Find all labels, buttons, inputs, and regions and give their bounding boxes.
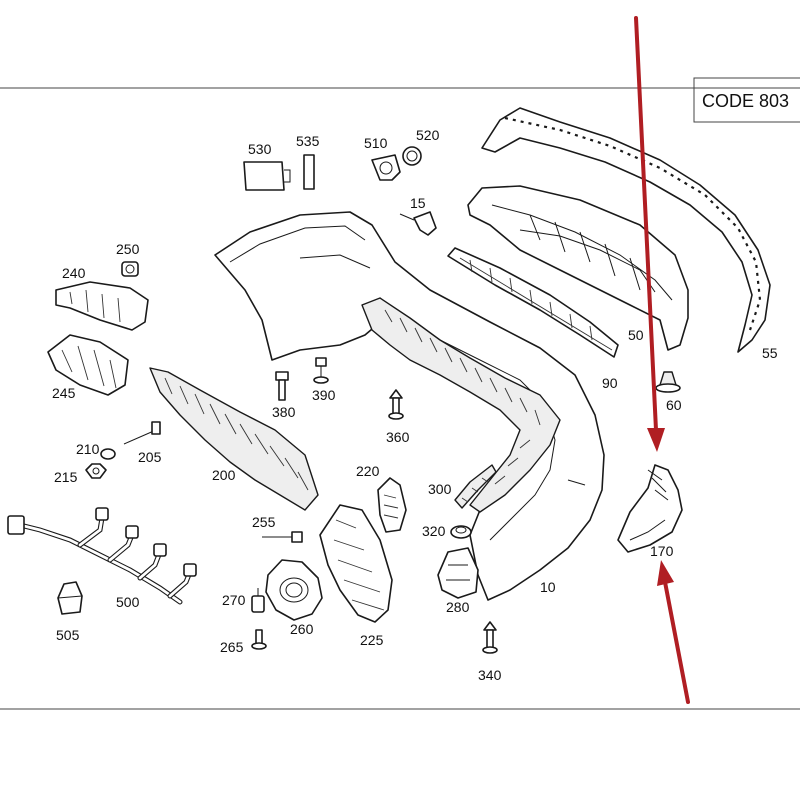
part-510-sensor[interactable] — [371, 154, 401, 181]
part-205-pin[interactable] — [123, 421, 161, 445]
part-170-bumper-trim[interactable] — [617, 464, 683, 553]
label-270: 270 — [222, 592, 246, 608]
code-box-text: CODE 803 — [702, 91, 789, 111]
part-240-bracket[interactable] — [55, 281, 149, 331]
part-60-clip[interactable] — [655, 371, 681, 393]
highlight-arrow-top — [634, 16, 665, 452]
label-300: 300 — [428, 481, 452, 497]
label-10: 10 — [540, 579, 556, 595]
part-225-bracket[interactable] — [319, 504, 393, 623]
part-320-grommet[interactable] — [450, 525, 472, 539]
part-90-strip[interactable] — [447, 247, 619, 358]
label-390: 390 — [312, 387, 336, 403]
label-90: 90 — [602, 375, 618, 391]
label-320: 320 — [422, 523, 446, 539]
part-535-bar[interactable] — [303, 154, 315, 190]
part-260-housing[interactable] — [265, 559, 323, 621]
part-10-bumper-cover[interactable] — [214, 211, 605, 601]
part-505-clip[interactable] — [57, 581, 83, 615]
label-205: 205 — [138, 449, 162, 465]
part-200-reinforcement[interactable] — [149, 367, 319, 511]
part-380-bolt[interactable] — [275, 371, 289, 401]
part-215-nut[interactable] — [85, 463, 107, 479]
part-265-screw[interactable] — [251, 629, 267, 650]
label-260: 260 — [290, 621, 314, 637]
part-390-screw[interactable] — [313, 357, 329, 384]
label-225: 225 — [360, 632, 384, 648]
label-215: 215 — [54, 469, 78, 485]
part-280-bracket[interactable] — [437, 547, 479, 599]
part-210-washer[interactable] — [100, 448, 116, 460]
label-220: 220 — [356, 463, 380, 479]
label-530: 530 — [248, 141, 272, 157]
label-340: 340 — [478, 667, 502, 683]
part-300-strip[interactable] — [454, 464, 497, 509]
label-535: 535 — [296, 133, 320, 149]
part-270-sensor[interactable] — [251, 588, 265, 613]
label-245: 245 — [52, 385, 76, 401]
code-box: CODE 803 — [693, 77, 800, 123]
bumper-inner-bracket[interactable] — [361, 297, 561, 513]
part-360-bolt[interactable] — [388, 389, 404, 420]
label-360: 360 — [386, 429, 410, 445]
part-245-bracket[interactable] — [47, 334, 129, 396]
part-340-bolt[interactable] — [482, 621, 498, 654]
part-50-diffuser[interactable] — [467, 185, 689, 351]
label-50: 50 — [628, 327, 644, 343]
label-55: 55 — [762, 345, 778, 361]
part-255-pin[interactable] — [262, 531, 303, 543]
label-250: 250 — [116, 241, 140, 257]
part-220-bracket[interactable] — [377, 477, 407, 533]
label-280: 280 — [446, 599, 470, 615]
label-255: 255 — [252, 514, 276, 530]
label-380: 380 — [272, 404, 296, 420]
label-505: 505 — [56, 627, 80, 643]
label-520: 520 — [416, 127, 440, 143]
label-15: 15 — [410, 195, 426, 211]
part-520-ring[interactable] — [402, 146, 422, 166]
part-530-module[interactable] — [243, 161, 291, 191]
label-170: 170 — [650, 543, 674, 559]
label-240: 240 — [62, 265, 86, 281]
part-15-bracket[interactable] — [399, 211, 437, 236]
label-265: 265 — [220, 639, 244, 655]
part-500-wiring-harness[interactable] — [7, 507, 197, 605]
label-510: 510 — [364, 135, 388, 151]
label-60: 60 — [666, 397, 682, 413]
part-250-nut[interactable] — [121, 261, 139, 277]
part-55-trim-strip[interactable] — [481, 107, 771, 353]
highlight-arrow-bottom — [657, 560, 690, 704]
label-500: 500 — [116, 594, 140, 610]
label-200: 200 — [212, 467, 236, 483]
label-210: 210 — [76, 441, 100, 457]
